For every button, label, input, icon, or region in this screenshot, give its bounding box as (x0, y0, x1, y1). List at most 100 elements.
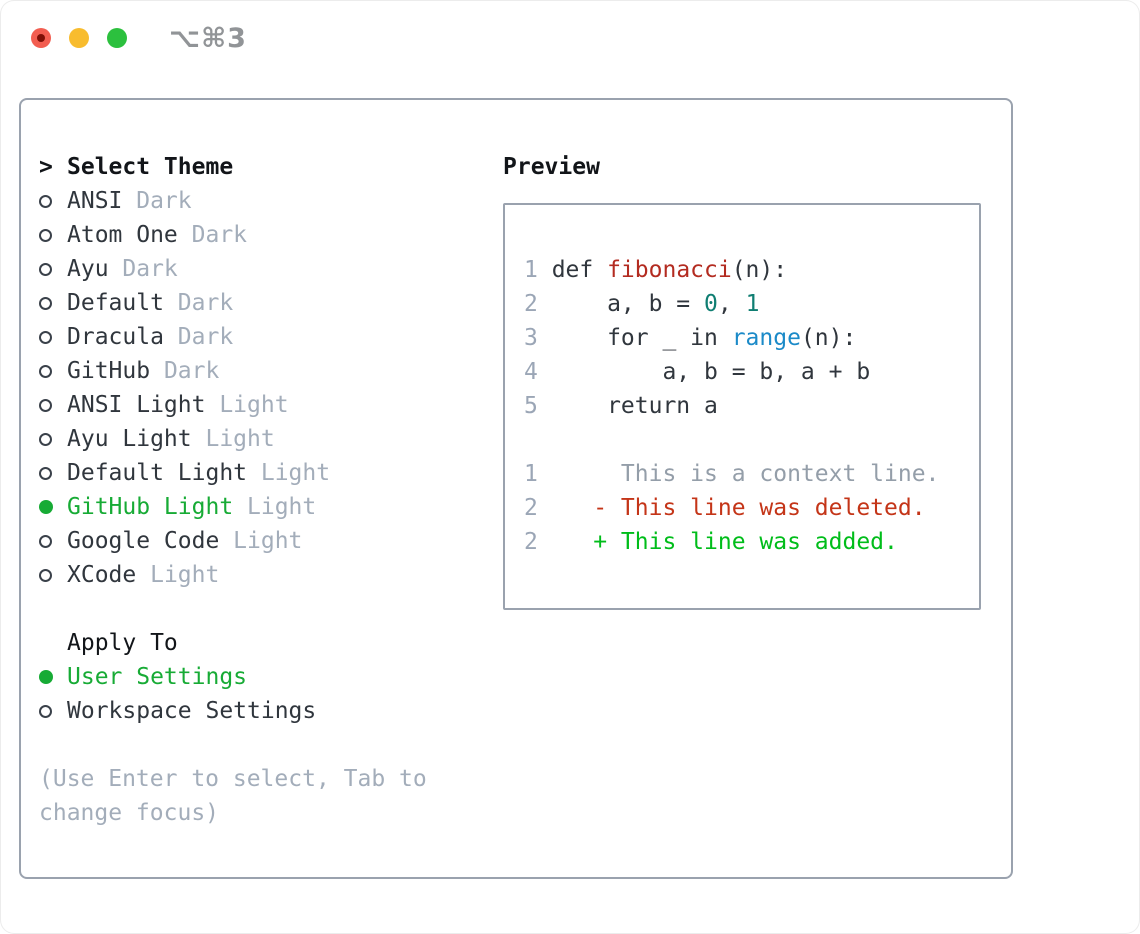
theme-option-default-dark[interactable]: Default Dark (39, 286, 499, 320)
theme-dialog-panel: > Select Theme ANSI Dark Atom One Dark Ay… (19, 98, 1013, 879)
code-segment: def (551, 257, 608, 283)
keyboard-hint-line: (Use Enter to select, Tab to (39, 766, 427, 792)
theme-name: Ayu Light (67, 426, 192, 452)
theme-name: Default (67, 290, 164, 316)
radio-unselected-icon (39, 466, 67, 480)
theme-option-google-code-light[interactable]: Google Code Light (39, 524, 499, 558)
preview-code-line: 3 for _ in range(n): (524, 321, 979, 355)
keyboard-hint-line: change focus) (39, 800, 220, 826)
theme-option-ayu-dark[interactable]: Ayu Dark (39, 252, 499, 286)
diff-segment: - This line was deleted. (551, 495, 926, 521)
theme-variant: Light (260, 460, 331, 486)
theme-option-dracula-dark[interactable]: Dracula Dark (39, 320, 499, 354)
theme-option-xcode-light[interactable]: XCode Light (39, 558, 499, 592)
code-segment: , (717, 291, 746, 317)
theme-name: Atom One (67, 222, 178, 248)
line-number: 5 (524, 393, 538, 419)
theme-variant: Dark (163, 358, 220, 384)
theme-option-default-light[interactable]: Default Light Light (39, 456, 499, 490)
radio-unselected-icon (39, 296, 67, 310)
preview-header: Preview (503, 150, 981, 184)
preview-title: Preview (503, 154, 600, 180)
preview-code-line: 2 a, b = 0, 1 (524, 287, 979, 321)
code-segment: return a (551, 393, 718, 419)
theme-variant: Dark (177, 290, 234, 316)
theme-name: ANSI Light (67, 392, 206, 418)
theme-picker: > Select Theme ANSI Dark Atom One Dark Ay… (39, 150, 499, 830)
traffic-lights (31, 28, 127, 48)
code-segment: (n): (800, 325, 857, 351)
preview-code-line: 5 return a (524, 389, 979, 423)
code-segment: 1 (745, 291, 760, 317)
line-number: 2 (524, 529, 538, 555)
code-segment: 0 (704, 291, 718, 317)
theme-option-ansi-light[interactable]: ANSI Light Light (39, 388, 499, 422)
code-segment: range (731, 325, 801, 351)
theme-name: Google Code (67, 528, 220, 554)
theme-name: GitHub (67, 358, 151, 384)
radio-unselected-icon (39, 398, 67, 412)
apply-to-header: Apply To (39, 626, 499, 660)
theme-name: Dracula (67, 324, 164, 350)
line-number: 2 (524, 291, 538, 317)
theme-option-ansi-dark[interactable]: ANSI Dark (39, 184, 499, 218)
theme-name: Default Light (67, 460, 248, 486)
theme-name: Ayu (67, 256, 109, 282)
theme-variant: Light (219, 392, 289, 418)
preview-code-line: 4 a, b = b, a + b (524, 355, 979, 389)
theme-option-atom-one-dark[interactable]: Atom One Dark (39, 218, 499, 252)
line-number: 2 (524, 495, 538, 521)
zoom-button[interactable] (107, 28, 127, 48)
code-segment: a, b = (551, 291, 705, 317)
blank-line (524, 423, 979, 457)
theme-variant: Dark (191, 222, 248, 248)
radio-unselected-icon (39, 262, 67, 276)
keyboard-shortcut-label: ⌥⌘3 (169, 22, 247, 54)
radio-unselected-icon (39, 330, 67, 344)
radio-unselected-icon (39, 228, 67, 242)
theme-option-github-dark[interactable]: GitHub Dark (39, 354, 499, 388)
line-number: 3 (524, 325, 538, 351)
radio-unselected-icon (39, 568, 67, 582)
diff-segment: + This line was added. (551, 529, 898, 555)
theme-option-ayu-light[interactable]: Ayu Light Light (39, 422, 499, 456)
titlebar: ⌥⌘3 (0, 0, 1140, 76)
code-segment: for _ in (551, 325, 732, 351)
diff-segment: This is a context line. (551, 461, 940, 487)
radio-selected-icon (39, 670, 67, 684)
theme-variant: Light (205, 426, 275, 452)
apply-option-label: Workspace Settings (67, 698, 317, 724)
preview-diff-deleted-line: 2 - This line was deleted. (524, 491, 979, 525)
theme-variant: Dark (122, 256, 178, 282)
theme-name: XCode (67, 562, 137, 588)
theme-name: ANSI (67, 188, 123, 214)
code-segment: (n): (731, 257, 788, 283)
theme-variant: Dark (136, 188, 192, 214)
preview-diff-context-line: 1 This is a context line. (524, 457, 979, 491)
unsaved-dot-icon (37, 34, 45, 42)
theme-variant: Light (150, 562, 220, 588)
close-button[interactable] (31, 28, 51, 48)
radio-unselected-icon (39, 194, 67, 208)
radio-selected-icon (39, 500, 67, 514)
apply-option-workspace-settings[interactable]: Workspace Settings (39, 694, 499, 728)
select-theme-title: Select Theme (67, 154, 234, 180)
radio-unselected-icon (39, 534, 67, 548)
prompt-caret-icon: > (39, 154, 53, 180)
apply-option-user-settings[interactable]: User Settings (39, 660, 499, 694)
keyboard-hint: (Use Enter to select, Tab to change focu… (39, 762, 499, 830)
minimize-button[interactable] (69, 28, 89, 48)
apply-option-label: User Settings (67, 664, 248, 690)
spacer (39, 592, 499, 626)
theme-name: GitHub Light (67, 494, 234, 520)
theme-option-github-light[interactable]: GitHub Light Light (39, 490, 499, 524)
radio-unselected-icon (39, 704, 67, 718)
theme-variant: Light (247, 494, 317, 520)
select-theme-header: > Select Theme (39, 150, 499, 184)
code-segment: fibonacci (607, 257, 732, 283)
line-number: 4 (524, 359, 538, 385)
